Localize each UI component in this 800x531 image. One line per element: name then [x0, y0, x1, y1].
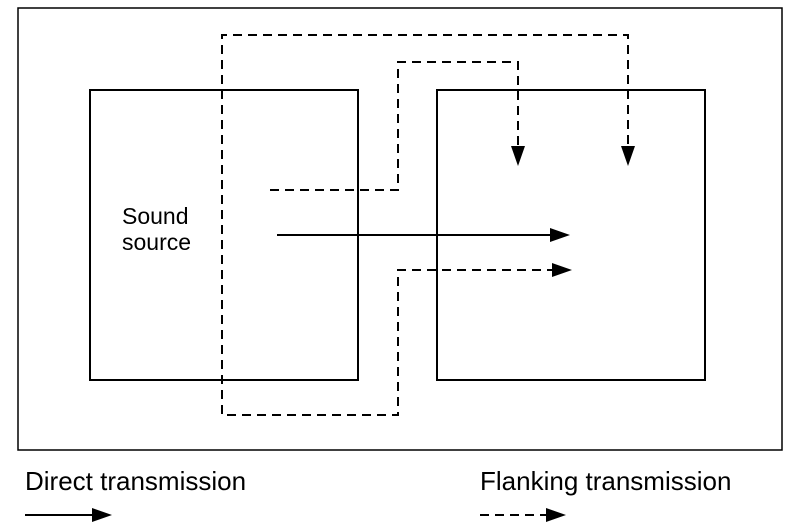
- diagram-lines: [17, 7, 783, 451]
- sound-source-label-line1: Sound: [122, 203, 189, 229]
- flanking-paths: [221, 34, 629, 416]
- legend: Direct transmission Flanking transmissio…: [25, 466, 731, 522]
- legend-direct-label: Direct transmission: [25, 466, 246, 496]
- flanking-path-ceiling-inner: [270, 61, 519, 191]
- legend-flanking-arrowhead: [546, 508, 566, 522]
- legend-flanking-label: Flanking transmission: [480, 466, 731, 496]
- flanking-arrowhead-right: [552, 263, 572, 277]
- flanking-path-structure-outer: [221, 34, 629, 416]
- sound-source-label-line2: source: [122, 229, 191, 255]
- arrowheads: [511, 146, 635, 277]
- outer-boundary: [17, 7, 783, 451]
- direct-arrowhead: [550, 228, 570, 242]
- flanking-arrowhead-down-left: [511, 146, 525, 166]
- flanking-arrowhead-down-right: [621, 146, 635, 166]
- legend-direct-arrowhead: [92, 508, 112, 522]
